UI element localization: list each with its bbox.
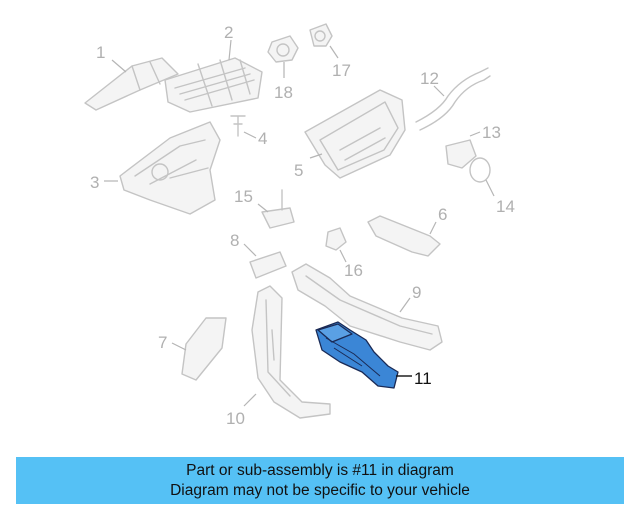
part-10 [243,285,331,419]
part-2 [164,39,263,113]
part-7 [171,317,227,381]
part-8 [243,243,287,279]
callout-14: 14 [496,197,515,216]
callout-10: 10 [226,409,245,428]
parts-diagram: 1 2 3 4 5 6 7 8 9 10 11 12 13 14 15 16 1… [84,23,515,428]
part-15 [257,189,295,229]
callout-18: 18 [274,83,293,102]
info-banner: Part or sub-assembly is #11 in diagram D… [16,457,624,504]
part-11-highlighted[interactable] [315,321,412,389]
callout-8: 8 [230,231,239,250]
callout-6: 6 [438,205,447,224]
callout-2: 2 [224,23,233,42]
callout-17: 17 [332,61,351,80]
callout-1: 1 [96,43,105,62]
callout-12: 12 [420,69,439,88]
part-4 [230,115,257,139]
callout-4: 4 [258,129,267,148]
part-13 [445,131,481,169]
part-16 [325,227,347,263]
part-9 [291,263,443,351]
callout-15: 15 [234,187,253,206]
callout-3: 3 [90,173,99,192]
banner-line-part: Part or sub-assembly is #11 in diagram [186,461,454,479]
part-6 [367,215,441,257]
callout-11: 11 [414,369,432,388]
part-1 [84,57,179,111]
callout-16: 16 [344,261,363,280]
part-18 [267,35,299,78]
part-14 [469,157,495,197]
part-3 [104,121,221,215]
part-12 [415,67,491,131]
banner-line-disclaimer: Diagram may not be specific to your vehi… [170,481,470,499]
callout-13: 13 [482,123,501,142]
callout-7: 7 [158,333,167,352]
callout-9: 9 [412,283,421,302]
part-17 [309,23,339,59]
callout-5: 5 [294,161,303,180]
part-5 [304,89,406,179]
